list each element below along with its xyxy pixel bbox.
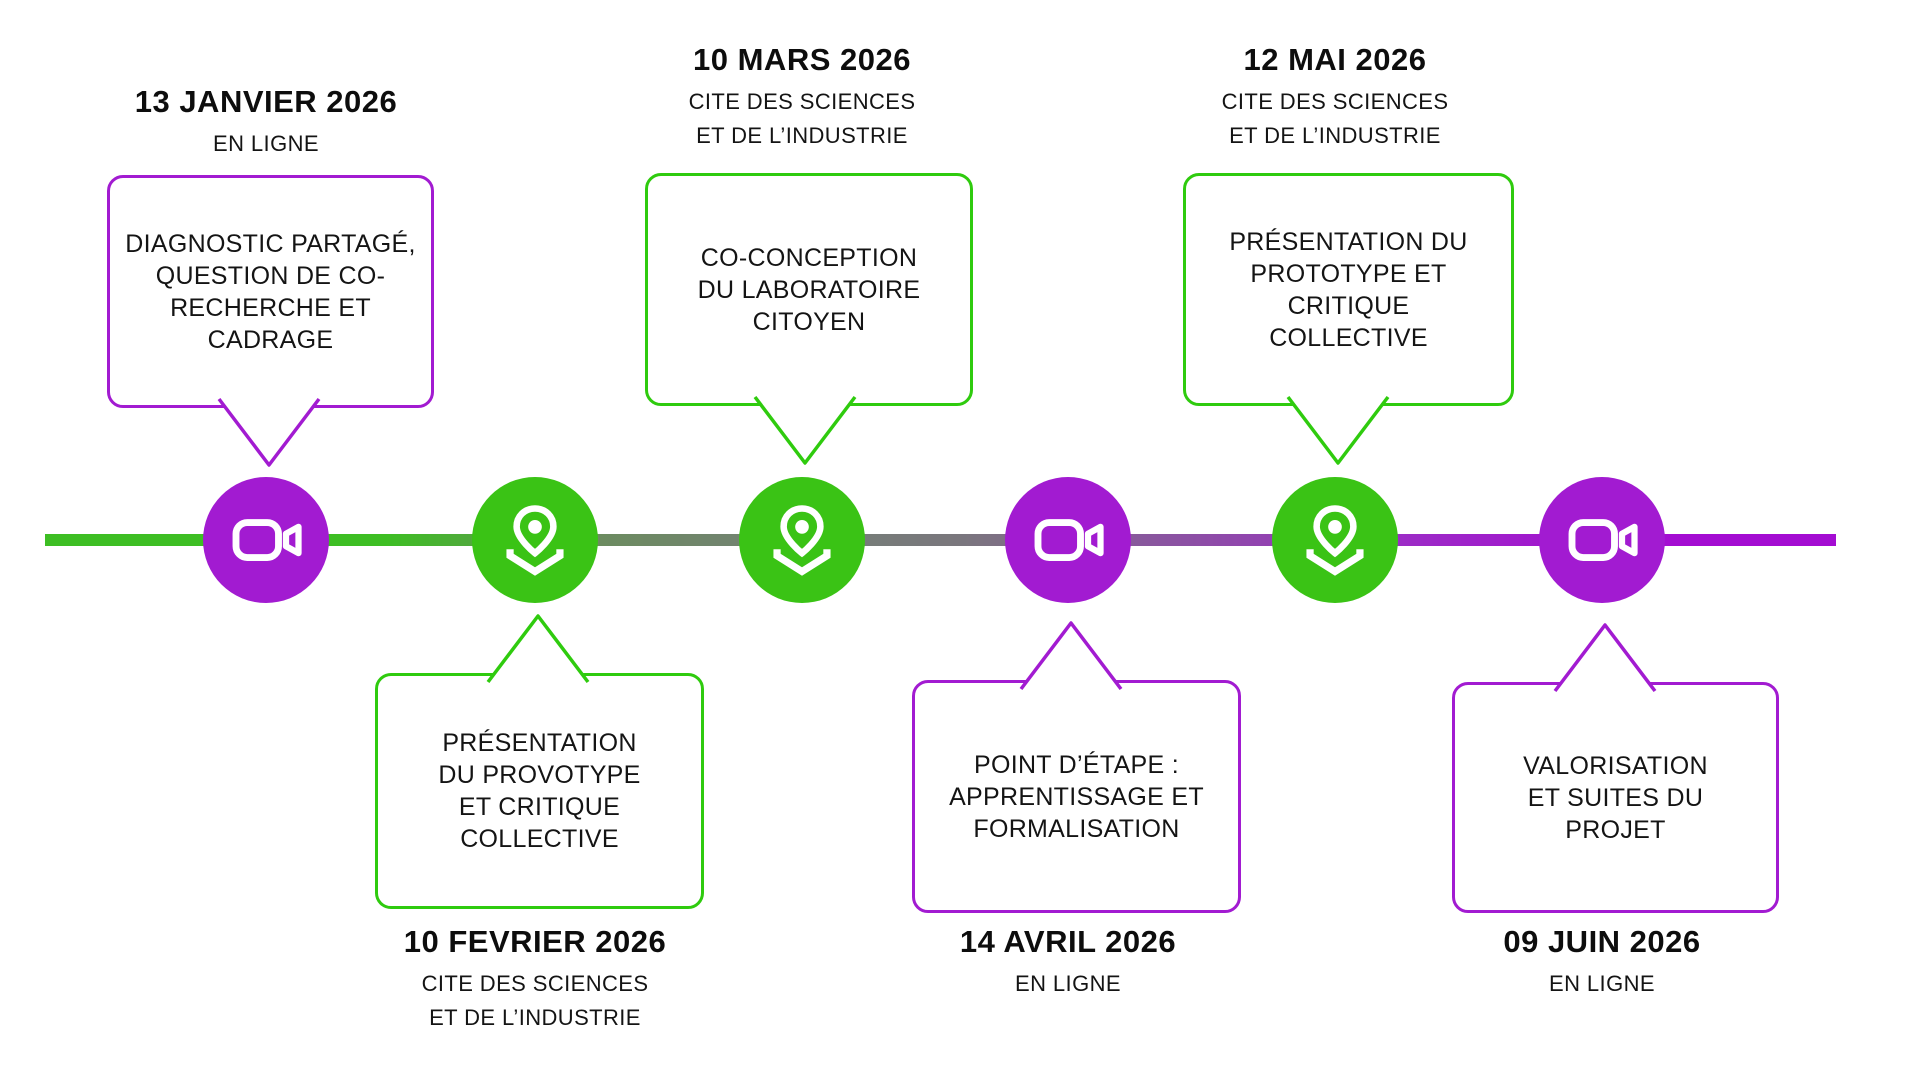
event-description: CO-CONCEPTION DU LABORATOIRE CITOYEN (697, 243, 921, 336)
event-date: 10 FEVRIER 2026 (403, 924, 667, 959)
timeline-node-3 (739, 477, 865, 603)
event-location: CITE DES SCIENCES ET DE L’INDUSTRIE (688, 89, 916, 148)
event-6-label: 09 JUIN 2026 EN LIGNE (1392, 923, 1812, 1001)
event-description: DIAGNOSTIC PARTAGÉ, QUESTION DE CO- RECH… (125, 229, 416, 354)
event-description: POINT D’ÉTAPE : APPRENTISSAGE ET FORMALI… (949, 750, 1204, 843)
bubble-tail (217, 397, 321, 467)
event-location: CITE DES SCIENCES ET DE L’INDUSTRIE (421, 971, 649, 1030)
event-2-speech-bubble: PRÉSENTATION DU PROVOTYPE ET CRITIQUE CO… (375, 614, 704, 909)
map-pin-icon (773, 505, 831, 576)
bubble-tail (486, 614, 590, 684)
event-description: VALORISATION ET SUITES DU PROJET (1523, 751, 1708, 844)
event-date: 12 MAI 2026 (1243, 42, 1427, 77)
event-date: 10 MARS 2026 (693, 42, 911, 77)
map-pin-icon (506, 505, 564, 576)
event-description: PRÉSENTATION DU PROTOTYPE ET CRITIQUE CO… (1229, 227, 1468, 352)
event-3-label: 10 MARS 2026 CITE DES SCIENCES ET DE L’I… (592, 41, 1012, 153)
event-location: EN LIGNE (1015, 971, 1121, 996)
event-1-speech-bubble: DIAGNOSTIC PARTAGÉ, QUESTION DE CO- RECH… (107, 175, 434, 467)
timeline-node-1 (203, 477, 329, 603)
event-4-speech-bubble: POINT D’ÉTAPE : APPRENTISSAGE ET FORMALI… (912, 621, 1241, 913)
event-date: 13 JANVIER 2026 (134, 84, 398, 119)
video-camera-icon (232, 519, 302, 561)
timeline-node-4 (1005, 477, 1131, 603)
timeline-node-6 (1539, 477, 1665, 603)
event-date: 09 JUIN 2026 (1503, 924, 1701, 959)
event-5-speech-bubble: PRÉSENTATION DU PROTOTYPE ET CRITIQUE CO… (1183, 173, 1514, 465)
event-6-speech-bubble: VALORISATION ET SUITES DU PROJET (1452, 623, 1779, 913)
event-description: PRÉSENTATION DU PROVOTYPE ET CRITIQUE CO… (438, 729, 641, 853)
map-pin-icon (1306, 505, 1364, 576)
timeline-node-5 (1272, 477, 1398, 603)
video-camera-icon (1568, 519, 1638, 561)
bubble-tail (1019, 621, 1123, 691)
event-location: EN LIGNE (1549, 971, 1655, 996)
event-date: 14 AVRIL 2026 (959, 924, 1177, 959)
bubble-tail (1553, 623, 1657, 693)
timeline-node-2 (472, 477, 598, 603)
event-3-speech-bubble: CO-CONCEPTION DU LABORATOIRE CITOYEN (645, 173, 973, 465)
event-1-label: 13 JANVIER 2026 EN LIGNE (56, 83, 476, 161)
event-4-label: 14 AVRIL 2026 EN LIGNE (858, 923, 1278, 1001)
bubble-tail (753, 395, 857, 465)
event-2-label: 10 FEVRIER 2026 CITE DES SCIENCES ET DE … (325, 923, 745, 1035)
video-camera-icon (1034, 519, 1104, 561)
event-location: EN LIGNE (213, 131, 319, 156)
bubble-tail (1286, 395, 1390, 465)
event-5-label: 12 MAI 2026 CITE DES SCIENCES ET DE L’IN… (1125, 41, 1545, 153)
event-location: CITE DES SCIENCES ET DE L’INDUSTRIE (1221, 89, 1449, 148)
